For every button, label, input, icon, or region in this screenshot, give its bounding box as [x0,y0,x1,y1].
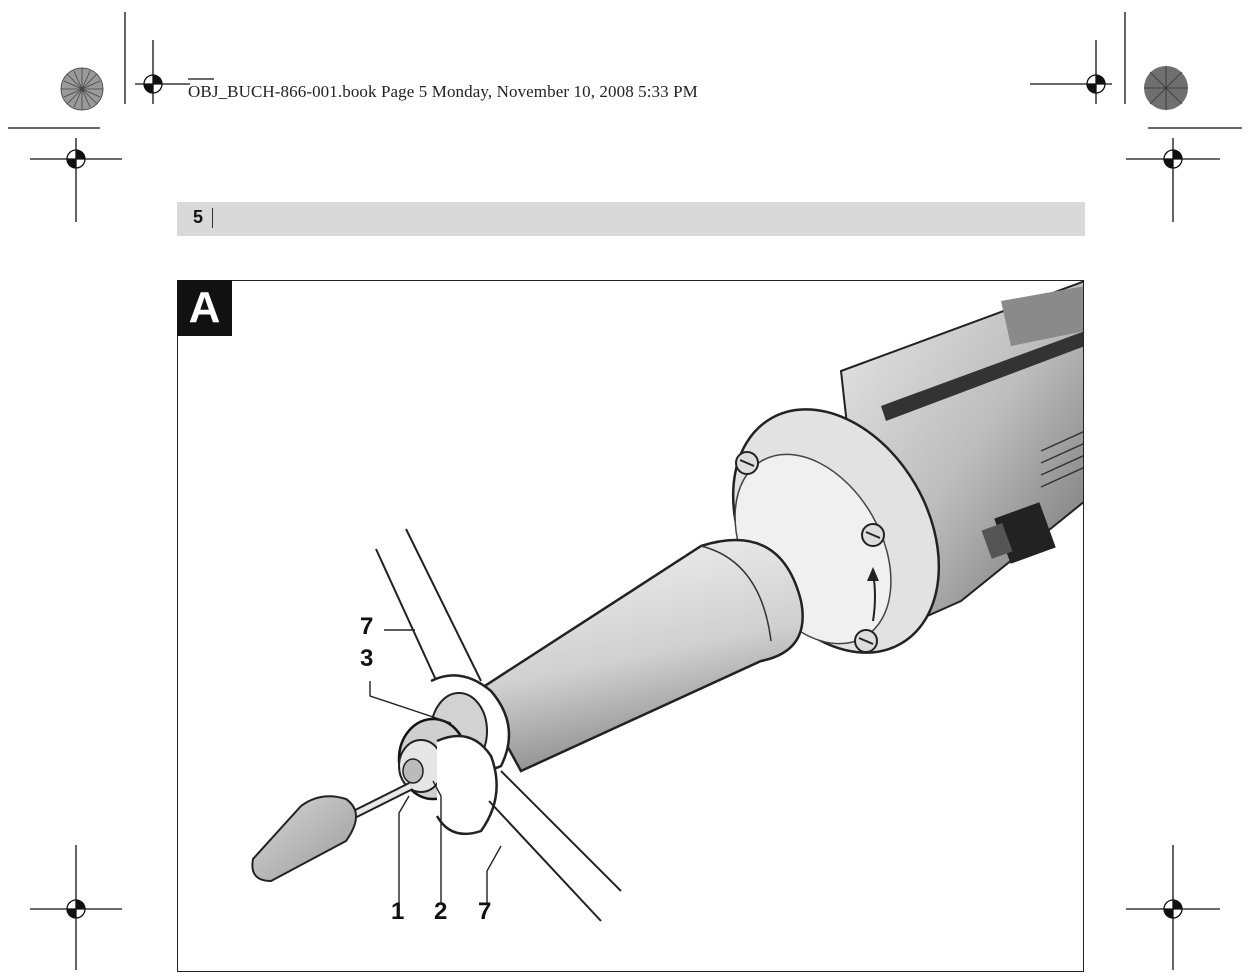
grinding-point [251,781,414,883]
die-grinder-illustration [251,281,1083,922]
book-info-line: OBJ_BUCH-866-001.book Page 5 Monday, Nov… [188,82,698,101]
page-number: 5 [193,207,204,227]
color-rosette-icon [1144,66,1188,110]
figure-label-box [177,280,232,336]
page-header-band [177,202,1085,236]
callout-7-wrench-bottom: 7 [478,898,492,925]
callout-1: 1 [391,898,405,925]
figure-label: A [188,283,221,332]
figure-frame [177,280,1084,972]
spindle-neck [475,538,804,773]
callout-leaders [369,629,502,903]
callout-2: 2 [434,898,448,925]
page-number-divider [212,208,213,228]
callout-7-wrench-top: 7 [360,613,374,640]
callout-3: 3 [360,645,374,672]
registration-crosshair-icon [135,40,190,104]
registration-crosshair-icon [1030,40,1112,104]
open-end-wrench [435,734,622,922]
color-rosette-icon [60,67,104,111]
